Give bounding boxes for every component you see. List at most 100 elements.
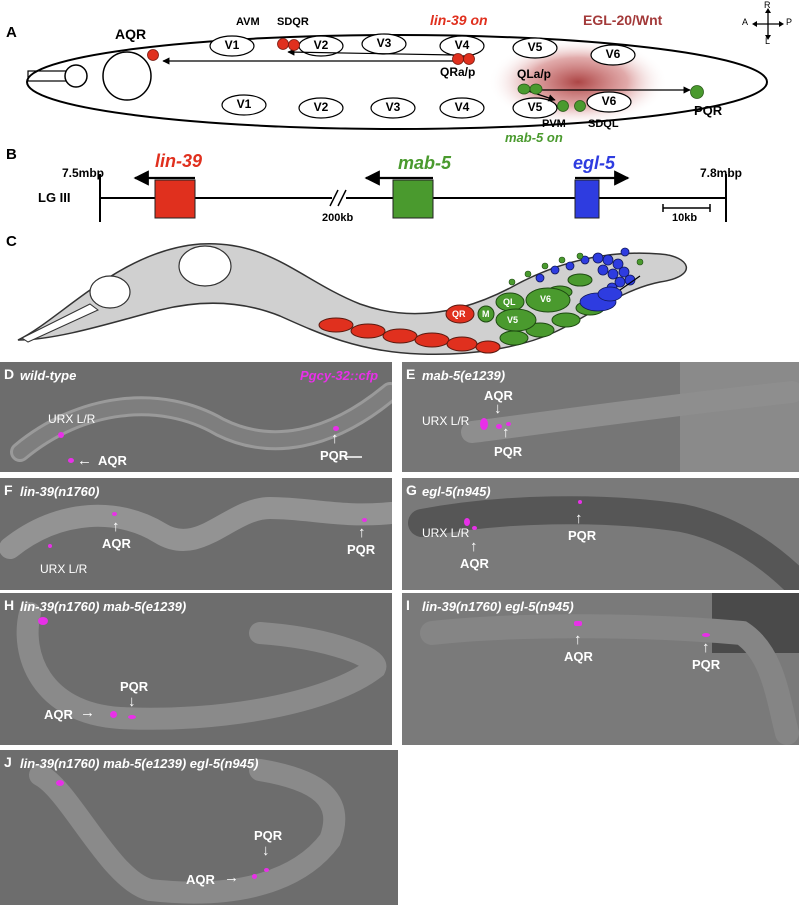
urx-f: URX L/R	[40, 562, 88, 576]
letter-j: J	[4, 754, 12, 770]
mab5-gene-box	[392, 179, 434, 219]
aqr-arrow-d: ←	[77, 452, 92, 469]
pqr-j: PQR	[254, 828, 283, 843]
pqr-dot-i	[702, 633, 710, 637]
aqr-e: AQR	[484, 388, 513, 403]
aqr-arrow-f: ↑	[112, 518, 120, 535]
letter-g: G	[406, 482, 417, 498]
pqr-arrow-j: ↓	[262, 842, 270, 859]
green-cells	[517, 83, 704, 112]
urx-dot-f	[48, 544, 52, 548]
seam-cell-label: V5	[527, 40, 543, 54]
letter-d: D	[4, 366, 15, 382]
compass-l: L	[765, 36, 771, 46]
left-coord: 7.5mbp	[62, 166, 105, 180]
sdql-label: SDQL	[588, 118, 619, 130]
panel-c-letter: C	[6, 233, 17, 250]
ql-text: QL	[503, 297, 516, 307]
egl5-gene-label: egl-5	[573, 153, 616, 173]
seam-cell-label: V3	[385, 100, 401, 114]
mab5-gene-label: mab-5	[398, 153, 452, 173]
pqr-d: PQR	[320, 448, 349, 463]
pqr-dot-h	[128, 715, 136, 719]
seam-cell-label: V3	[376, 36, 392, 50]
aqr-i: AQR	[564, 649, 593, 664]
worm-body-outline	[26, 34, 768, 130]
compass-icon	[752, 8, 784, 40]
urx-dot-g	[464, 518, 470, 526]
red-cell-chain	[318, 317, 501, 354]
urx-e: URX L/R	[422, 414, 470, 428]
aqr-arrow-h: →	[80, 704, 95, 721]
micrograph-j: J lin-39(n1760) mab-5(e1239) egl-5(n945)…	[0, 750, 398, 905]
v5-text: V5	[507, 315, 519, 325]
letter-e: E	[406, 366, 416, 382]
m-cell	[477, 305, 495, 323]
seam-cell-label: V4	[454, 100, 470, 114]
urx-dot-j	[56, 780, 64, 786]
lin39-gene-label: lin-39	[155, 151, 203, 171]
wnt-label: EGL-20/Wnt	[583, 12, 663, 28]
aqr-dot-j	[252, 874, 257, 879]
avm-label: AVM	[236, 16, 260, 28]
micrograph-f: F lin-39(n1760) AQR PQR URX L/R ↑ ↑	[0, 478, 392, 590]
micrograph-d: D wild-type Pgcy-32::cfp URX L/R AQR PQR…	[0, 362, 392, 472]
pqr-arrow-g: ↑	[575, 510, 583, 527]
compass-p: P	[786, 17, 793, 27]
title-i: lin-39(n1760) egl-5(n945)	[422, 599, 574, 614]
pharynx-bulb-large	[102, 51, 152, 101]
mab5-on-label: mab-5 on	[505, 130, 563, 145]
aqr-dot-g	[472, 526, 477, 530]
qr-cell	[445, 304, 475, 324]
v5-cell	[495, 308, 537, 332]
qra-p-label: QRa/p	[440, 65, 476, 79]
reporter-d: Pgcy-32::cfp	[300, 368, 379, 383]
aqr-arrow-g: ↑	[470, 538, 478, 555]
aqr-dot-i	[574, 621, 582, 626]
pvm-label: PVM	[542, 118, 566, 130]
lin39-on-label: lin-39 on	[430, 12, 488, 28]
seam-cells-bottom	[221, 91, 632, 119]
seam-cell-label: V2	[313, 100, 329, 114]
avm-migration-arrow	[287, 48, 456, 56]
pqr-g: PQR	[568, 528, 597, 543]
letter-i: I	[406, 597, 410, 613]
seam-cell-label: V1	[236, 97, 252, 111]
micrograph-e: E mab-5(e1239) AQR URX L/R PQR ↓ ↑	[402, 362, 799, 472]
micrograph-h: H lin-39(n1760) mab-5(e1239) PQR AQR → ↓	[0, 593, 392, 745]
v6-cell	[525, 287, 571, 313]
m-text: M	[482, 309, 490, 319]
urx-dot-h	[38, 617, 48, 625]
aqr-dot-h	[110, 711, 117, 718]
urx-g: URX L/R	[422, 526, 470, 540]
compass-r: R	[764, 0, 771, 10]
red-cells	[147, 38, 475, 65]
aqr-arrow-e: ↓	[494, 400, 502, 417]
pqr-dot-g	[578, 500, 582, 504]
aqr-f: AQR	[102, 536, 131, 551]
chromosome-label: LG III	[38, 190, 71, 205]
panel-b-letter: B	[6, 146, 17, 163]
aqr-h: AQR	[44, 707, 73, 722]
sdqr-label: SDQR	[277, 16, 309, 28]
panel-b-gene-map	[99, 170, 727, 222]
urx-d: URX L/R	[48, 412, 96, 426]
lin39-gene-box	[154, 179, 196, 219]
title-j: lin-39(n1760) mab-5(e1239) egl-5(n945)	[20, 756, 259, 771]
panel-a-letter: A	[6, 24, 17, 41]
letter-f: F	[4, 482, 13, 498]
seam-cells-top	[209, 33, 636, 66]
pqr-label: PQR	[694, 103, 723, 118]
ql-descendant-arrow	[524, 89, 556, 102]
right-coord: 7.8mbp	[700, 166, 743, 180]
pqr-arrow-e: ↑	[502, 424, 510, 441]
pqr-arrow-i: ↑	[702, 639, 710, 656]
title-f: lin-39(n1760)	[20, 484, 100, 499]
pqr-e: PQR	[494, 444, 523, 459]
panel-a-diagram	[26, 33, 768, 130]
pqr-h: PQR	[120, 679, 149, 694]
seam-cell-label: V6	[605, 47, 621, 61]
pqr-dot-f	[362, 518, 367, 522]
compass-a: A	[742, 17, 749, 27]
v6-text: V6	[540, 294, 552, 304]
